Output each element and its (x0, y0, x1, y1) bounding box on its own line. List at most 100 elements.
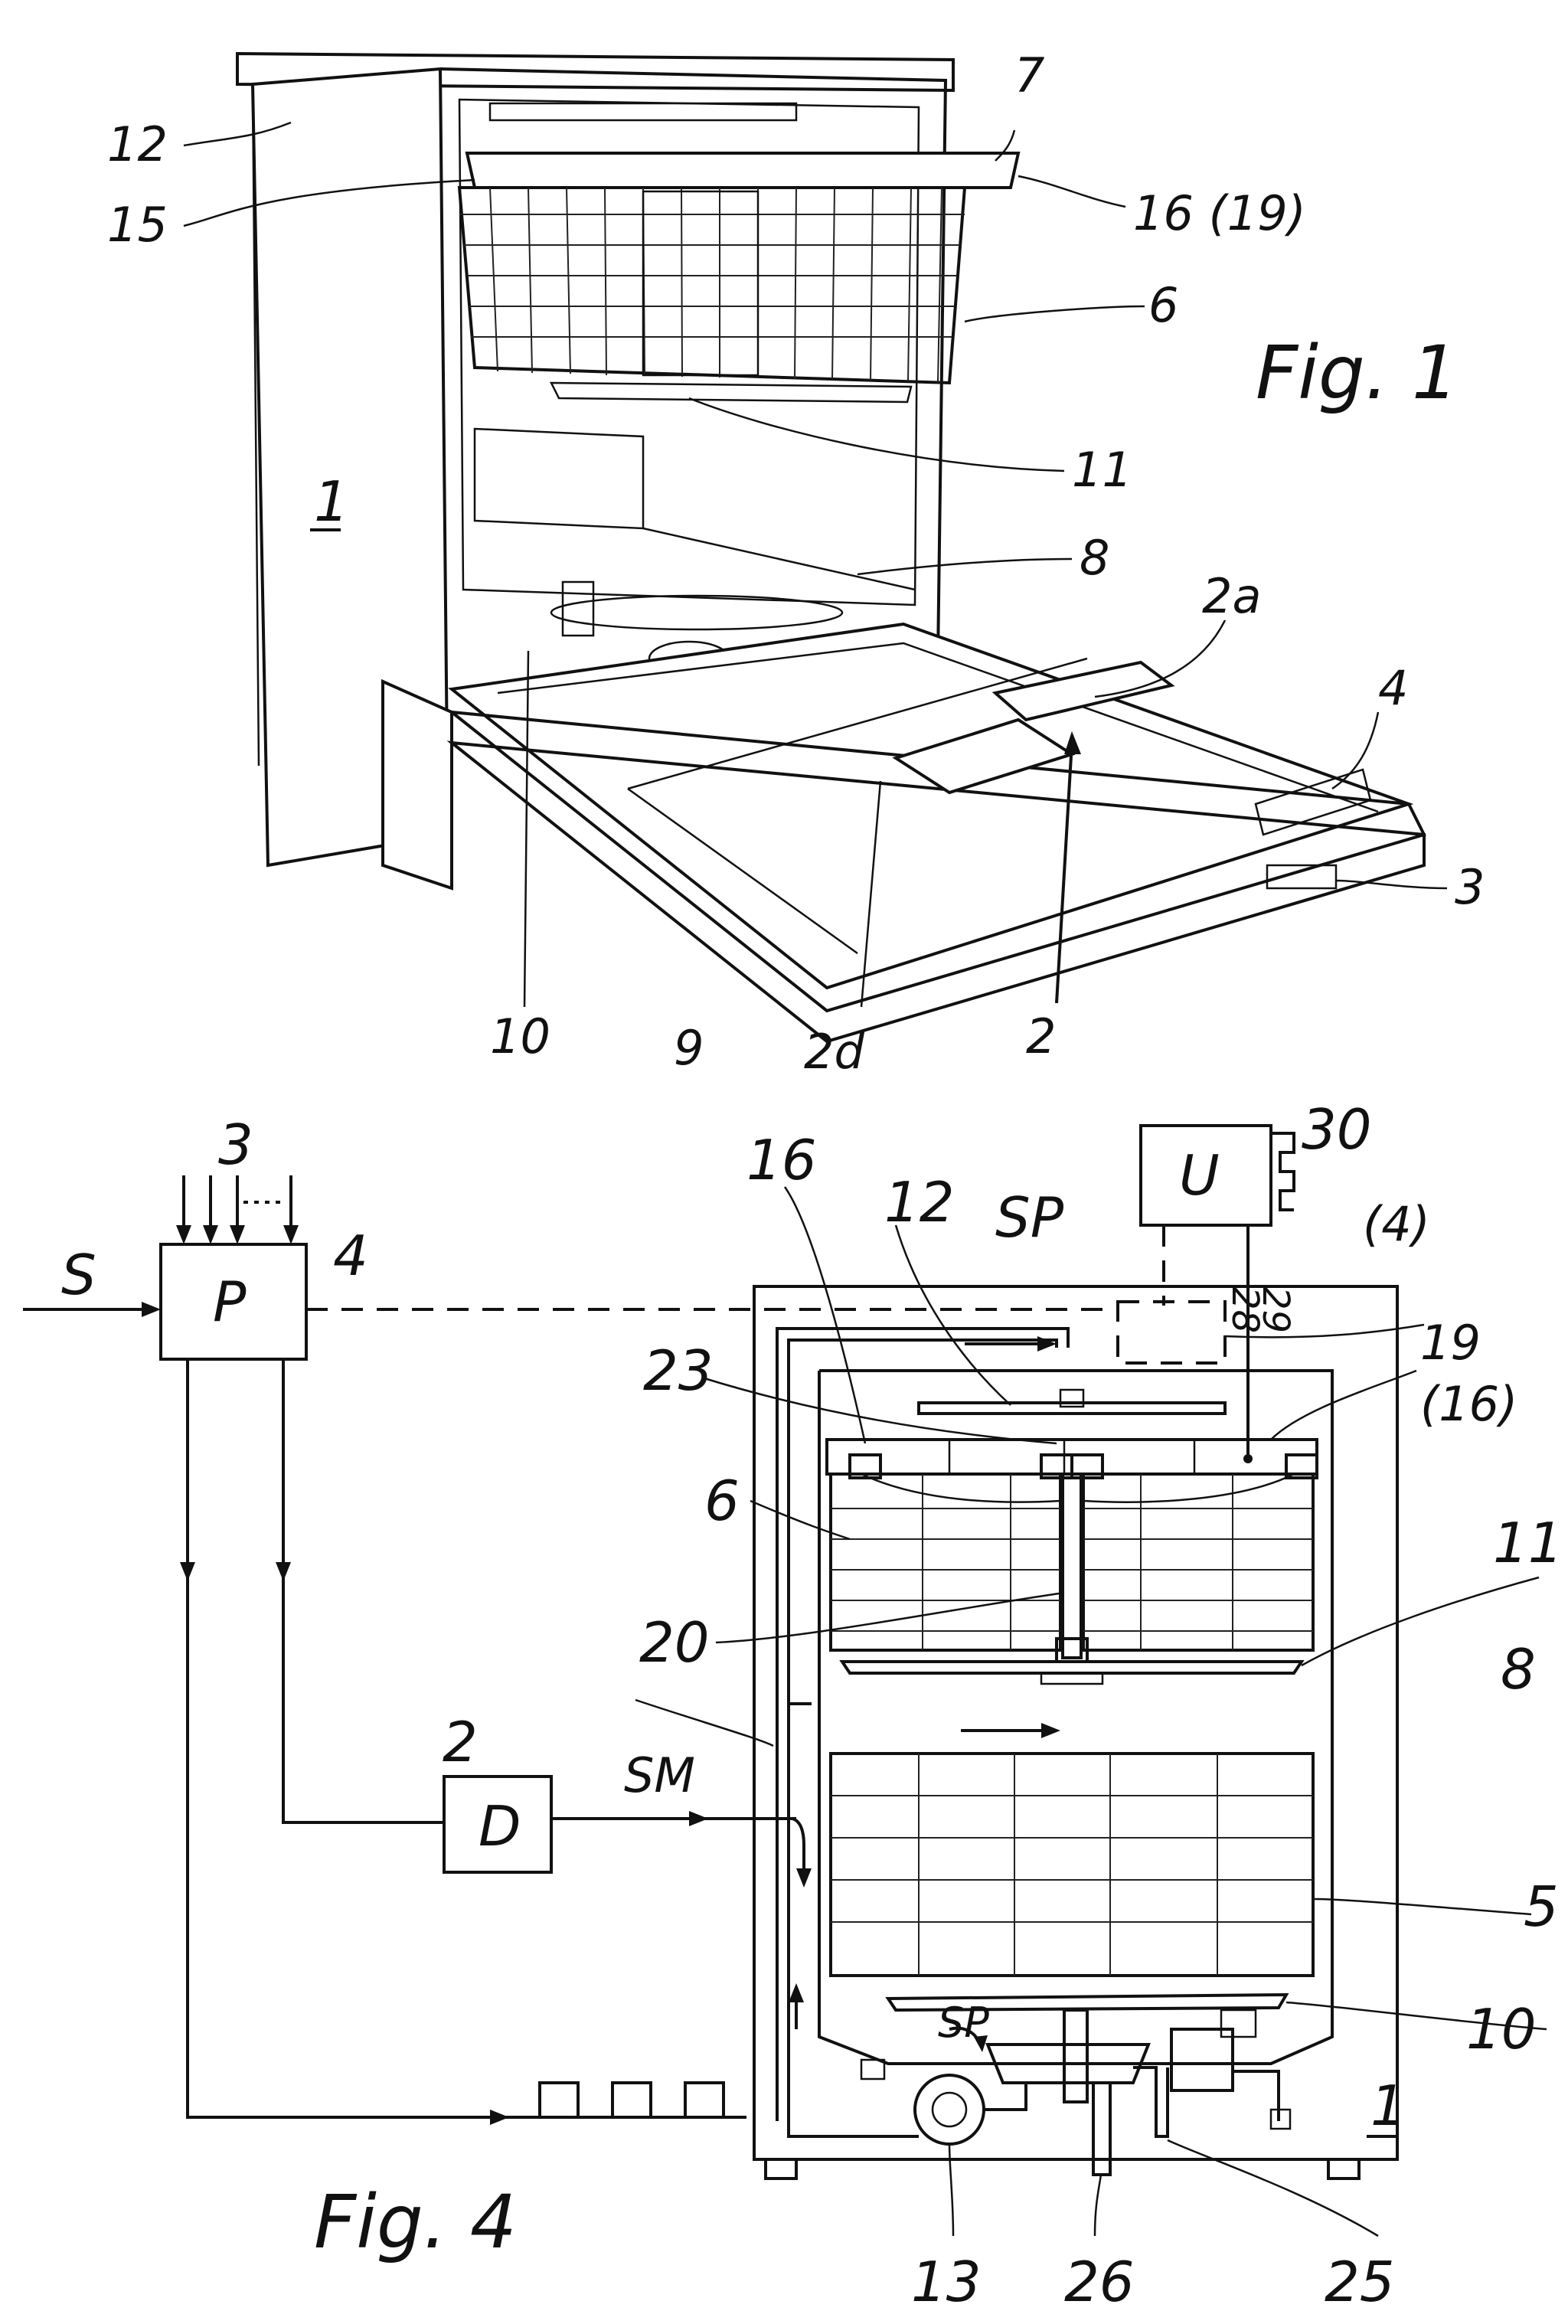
lower-spray-arm-10 (885, 1992, 1289, 2012)
middle-spray-arm (549, 381, 913, 404)
leader-3 (1335, 879, 1448, 890)
valve-left (860, 2058, 886, 2080)
cabinet-edge (251, 83, 260, 766)
foot-right (1327, 2158, 1361, 2180)
door-panel-line-2 (627, 787, 858, 955)
signal-SP-bottom: SP (938, 1999, 989, 2047)
fig4-dishwasher-schematic (753, 1285, 1399, 2180)
leader-26 (1093, 2174, 1102, 2237)
arrowhead-pulse (490, 2110, 509, 2125)
label-8-fig4: 8 (1501, 1637, 1536, 1701)
input-arrowhead-1 (176, 1225, 191, 1244)
tub-floor-edge (642, 527, 916, 591)
leader-2d (860, 780, 882, 1008)
upper-spray-nozzle (1059, 1388, 1085, 1408)
foot-left (764, 2158, 798, 2180)
signal-SM: SM (624, 1747, 695, 1803)
fig1-dishwasher-drawing (236, 51, 1426, 1044)
open-door-inner-panel (448, 622, 1414, 990)
dispenser-compartment-2a (991, 660, 1175, 722)
right-wire (1233, 2070, 1280, 2121)
connection-dot-19 (1243, 1454, 1253, 1463)
terminal-right (1269, 2108, 1292, 2130)
pulse-train (538, 2081, 725, 2119)
program-block-label: P (213, 1270, 247, 1334)
label-12: 12 (107, 116, 168, 172)
front-frame (439, 67, 948, 659)
label-3-fig4: 3 (218, 1113, 253, 1177)
leader-7 (995, 129, 1016, 162)
control-keys-3 (1266, 864, 1338, 890)
flow-arrowhead-mid (1041, 1723, 1060, 1738)
leader-10 (523, 650, 530, 1008)
pump-outlet (984, 2083, 1027, 2111)
dashed-control-box (1116, 1300, 1227, 1365)
dispenser-block-label: D (479, 1794, 521, 1858)
input-arrowhead-4 (283, 1225, 299, 1244)
leader-6 (964, 305, 1145, 323)
signal-S: S (61, 1243, 96, 1307)
lower-hub (561, 580, 595, 637)
upper-spray-arm-12 (917, 1401, 1227, 1415)
label-16-paren: (16) (1420, 1376, 1517, 1432)
label-15: 15 (107, 197, 168, 253)
tub-side-recess (473, 427, 645, 530)
middle-arm-hub (1040, 1672, 1104, 1685)
upper-basket-rail (465, 152, 1021, 189)
motor-cap (1220, 2009, 1257, 2038)
door-panel-line (627, 657, 1088, 790)
supply-pipe-outer (776, 1327, 1070, 2121)
heater-25 (1133, 2066, 1169, 2138)
label-9: 9 (674, 1020, 704, 1076)
leader-25 (1167, 2139, 1379, 2237)
leader-4 (1331, 711, 1380, 790)
label-4-paren: (4) (1363, 1196, 1430, 1252)
leader-15 (183, 178, 475, 227)
label-25: 25 (1325, 2250, 1395, 2314)
cabinet-1 (753, 1285, 1399, 2161)
lower-basket-5 (829, 1752, 1315, 1977)
label-12-fig4: 12 (884, 1170, 955, 1234)
label-4: 4 (1378, 660, 1408, 716)
connector-30 (1271, 1132, 1295, 1211)
sump (985, 2043, 1151, 2084)
leader-11-fig4 (1301, 1576, 1540, 1667)
label-2d: 2d (804, 1024, 864, 1080)
leader-8 (857, 557, 1073, 576)
line-P-to-D (282, 1359, 444, 1824)
door-bottom-edge (446, 740, 1426, 1044)
label-30: 30 (1302, 1097, 1372, 1162)
arrow-2 (1064, 731, 1081, 754)
plinth-panel (381, 678, 453, 891)
fig4-labels: 3 S 4 2 SM Fig. 4 30 28 29 (4) 19 (16) 1… (61, 1097, 1563, 2314)
arrowhead-P-D (276, 1562, 291, 1581)
label-11: 11 (1072, 442, 1132, 498)
motor-unit (1170, 2028, 1234, 2092)
arrowhead-P-pump (180, 1562, 195, 1581)
SM-curve (792, 1817, 805, 1876)
leader-20 (715, 1591, 1065, 1644)
controller-block-label: U (1179, 1143, 1220, 1208)
drain-pipe-26 (1092, 2081, 1112, 2176)
leader-23 (704, 1377, 1057, 1445)
circulation-pump-13 (913, 2074, 985, 2146)
leader-11 (688, 397, 1065, 472)
middle-spray-arm-11 (839, 1660, 1305, 1675)
pump-rotor (931, 2091, 968, 2128)
label-1: 1 (314, 469, 349, 534)
leader-5 (1312, 1897, 1532, 1916)
label-28: 28 (1223, 1286, 1266, 1333)
fig4-caption: Fig. 4 (314, 2179, 517, 2265)
program-block-P (159, 1243, 308, 1361)
arrowhead-SM (689, 1811, 708, 1826)
label-11-fig4: 11 (1493, 1511, 1563, 1575)
signal-S-arrowhead (142, 1302, 161, 1317)
label-6-fig4: 6 (704, 1469, 740, 1533)
label-2: 2 (1026, 1008, 1056, 1064)
label-2a: 2a (1202, 568, 1261, 624)
fig1-leader-lines (183, 121, 1448, 1008)
label-29: 29 (1254, 1286, 1297, 1333)
label-6: 6 (1148, 277, 1178, 333)
leader-13 (948, 2143, 955, 2237)
